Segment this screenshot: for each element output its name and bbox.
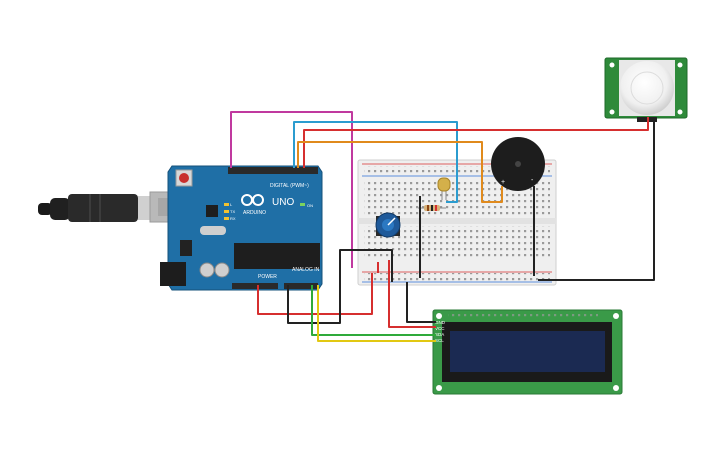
wire-green-sda (311, 285, 436, 336)
wire-black-pir (538, 117, 655, 281)
digital-label: DIGITAL (PWM~) (270, 183, 309, 189)
wire-orange (297, 141, 503, 203)
lcd-pin-vcc: VCC (435, 326, 445, 331)
resistor[interactable] (418, 205, 446, 211)
arduino-model: UNO (272, 197, 294, 208)
wire-blue (293, 121, 458, 203)
buzzer-plus-label: + (501, 179, 505, 186)
tx-label: TX (230, 209, 235, 214)
arduino-brand: ARDUINO (243, 210, 266, 216)
led-yellow[interactable] (437, 177, 451, 200)
wire-red-power (257, 273, 373, 315)
piezo-buzzer[interactable]: + - (491, 137, 545, 191)
lcd-screen (450, 331, 605, 372)
wire-black-gnd (287, 249, 393, 324)
buzzer-minus-label: - (531, 177, 534, 184)
rx-label: RX (230, 216, 236, 221)
reset-button[interactable] (179, 173, 189, 183)
digital-header[interactable] (228, 167, 318, 174)
lcd-pin-sda: SDA (435, 332, 444, 337)
wire-yellow-scl (317, 285, 436, 342)
atmega-chip (234, 243, 320, 269)
power-header[interactable] (232, 283, 278, 289)
wire-black-lcd (406, 282, 436, 323)
analog-header[interactable] (284, 283, 318, 289)
analog-label: ANALOG IN (292, 267, 320, 273)
lcd-pin-gnd: GND (435, 320, 446, 325)
power-label: POWER (258, 274, 277, 280)
wires (230, 111, 655, 342)
arduino-logo (241, 194, 264, 206)
wire-magenta (230, 111, 353, 268)
on-label: ON (307, 203, 313, 208)
potentiometer[interactable] (375, 212, 401, 238)
wire-red-pir (303, 117, 649, 168)
pir-dome (620, 61, 674, 115)
l-label: L (230, 202, 233, 207)
lcd-pin-scl: SCL (435, 338, 444, 343)
pir-motion-sensor[interactable] (604, 57, 688, 122)
wire-red-lcd (388, 260, 436, 328)
arduino-uno-board[interactable]: ARDUINO UNO DIGITAL (PWM~) POWER ANALOG … (160, 165, 323, 291)
